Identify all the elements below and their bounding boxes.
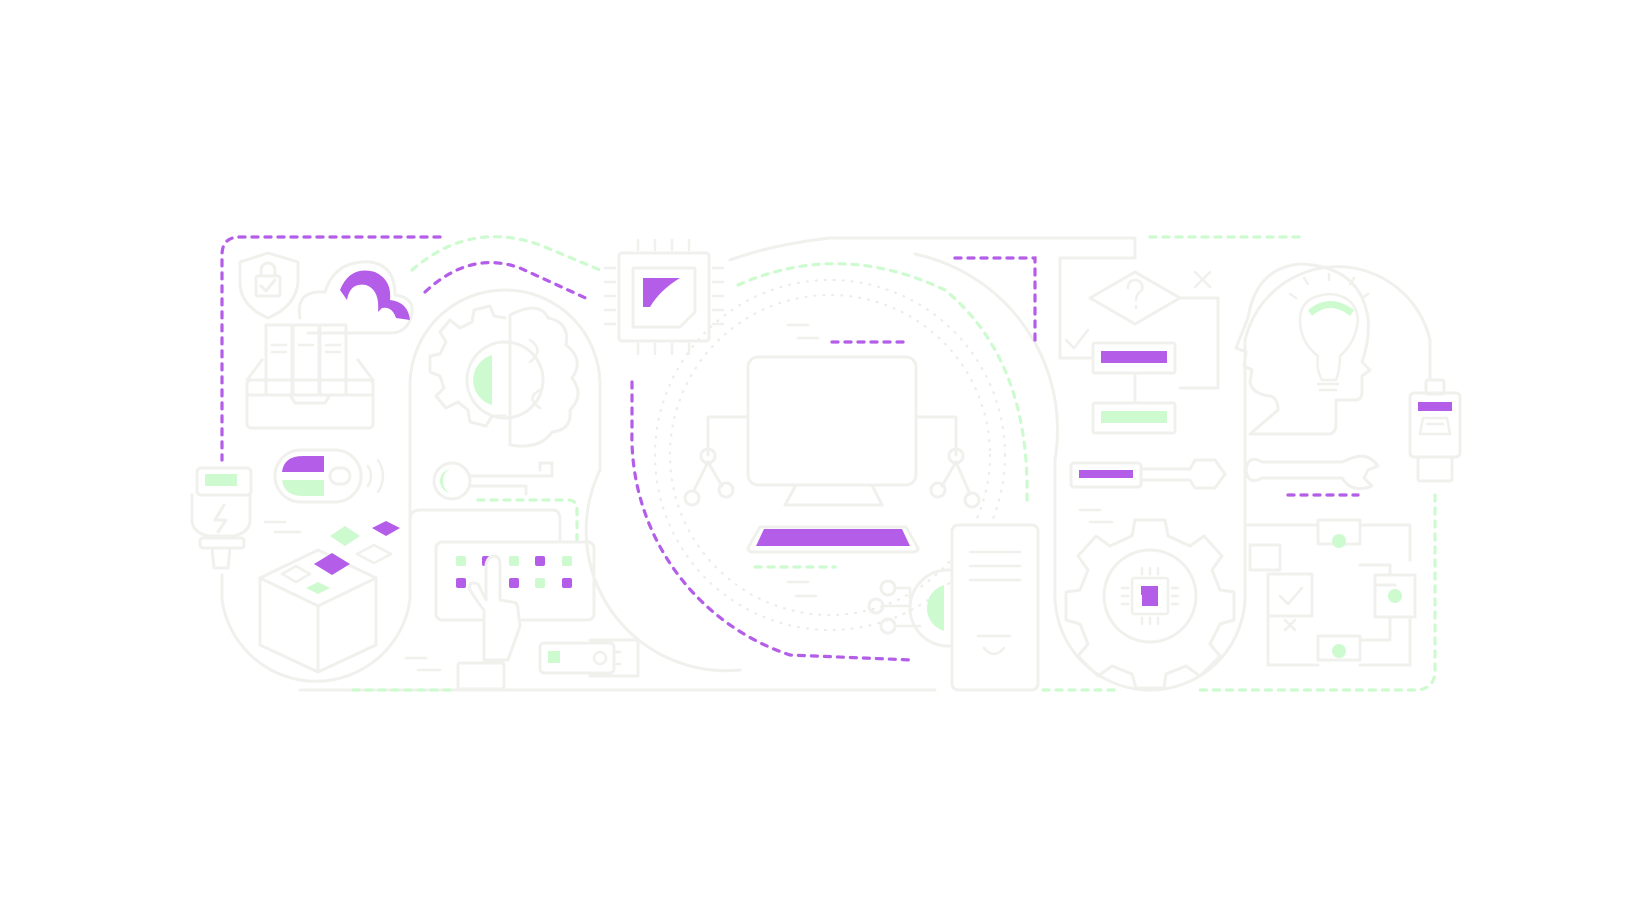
circuit-board-icon [1243,518,1417,667]
flowchart-icon [1058,256,1220,435]
decor-dash-4 [1078,508,1114,524]
usb-drive-icon [538,638,640,678]
cloud-icon [297,260,414,335]
network-node-icon [683,415,981,509]
pointing-hand-icon [456,554,522,691]
frame-lines [220,236,1432,692]
circuit-nodes-icon [867,568,988,648]
wrench-icon [1244,454,1380,491]
server-tower-icon [950,523,1040,692]
cpu-chip-icon [603,238,725,356]
dotted-connectors [220,235,1437,692]
key-icon [432,461,554,501]
file-tray-icon [245,323,375,430]
ai-brain-gear-icon [428,304,580,448]
human-head-lightbulb-icon [1234,262,1372,436]
isometric-box-icon [258,521,400,674]
power-plug-icon [190,466,253,570]
screwdriver-icon [1069,458,1227,490]
decor-dash-3 [786,580,818,598]
shield-lock-icon [238,251,300,320]
toggle-switch-icon [273,448,385,504]
decor-dash-2 [404,656,442,672]
settings-gear-chip-icon [1064,518,1236,690]
usb-connector-icon [1408,378,1462,483]
monitor-icon [746,323,920,554]
decor-dash [263,520,302,534]
keyboard-icon [408,508,596,622]
